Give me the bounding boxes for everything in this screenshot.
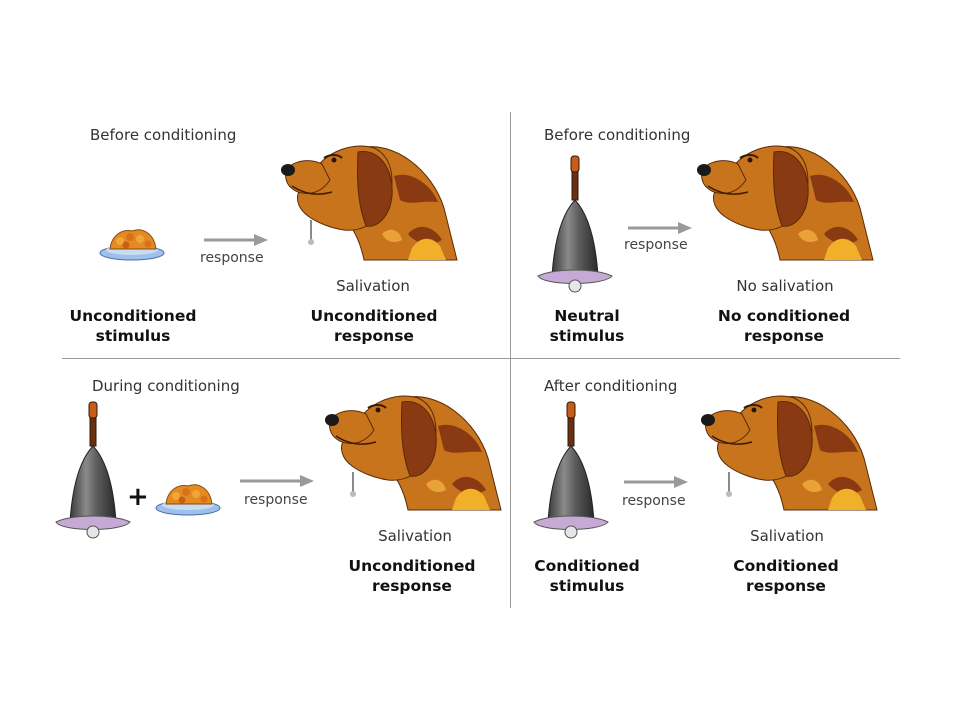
phase-label: During conditioning xyxy=(92,377,240,395)
arrow-icon xyxy=(240,475,314,487)
horizontal-divider xyxy=(62,358,900,359)
response-label: response xyxy=(244,492,308,508)
bell-icon xyxy=(537,155,613,293)
food-bowl-icon xyxy=(99,229,165,261)
response-term: Conditioned response xyxy=(733,557,839,595)
outcome-label: No salivation xyxy=(736,277,834,295)
response-term: Unconditioned response xyxy=(348,557,476,595)
stimulus-term: Neutral stimulus xyxy=(549,307,625,345)
phase-label: Before conditioning xyxy=(90,126,237,144)
phase-label: Before conditioning xyxy=(544,126,691,144)
food-bowl-icon xyxy=(155,484,221,516)
vertical-divider xyxy=(510,112,511,608)
outcome-label: Salivation xyxy=(336,277,410,295)
stimulus-term: Unconditioned stimulus xyxy=(69,307,197,345)
response-label: response xyxy=(624,237,688,253)
dog-head-icon xyxy=(696,145,874,261)
response-label: response xyxy=(622,493,686,509)
phase-label: After conditioning xyxy=(544,377,678,395)
stimulus-term: Conditioned stimulus xyxy=(534,557,640,595)
bell-icon xyxy=(533,401,609,539)
drool-icon xyxy=(350,472,356,497)
response-term: No conditioned response xyxy=(717,307,851,345)
outcome-label: Salivation xyxy=(750,527,824,545)
arrow-icon xyxy=(628,222,692,234)
response-label: response xyxy=(200,250,264,266)
drool-icon xyxy=(726,472,732,497)
drool-icon xyxy=(308,220,314,245)
bell-icon xyxy=(55,401,131,539)
response-term: Unconditioned response xyxy=(310,307,438,345)
arrow-icon xyxy=(624,476,688,488)
outcome-label: Salivation xyxy=(378,527,452,545)
plus-icon: + xyxy=(127,482,149,512)
arrow-icon xyxy=(204,234,268,246)
